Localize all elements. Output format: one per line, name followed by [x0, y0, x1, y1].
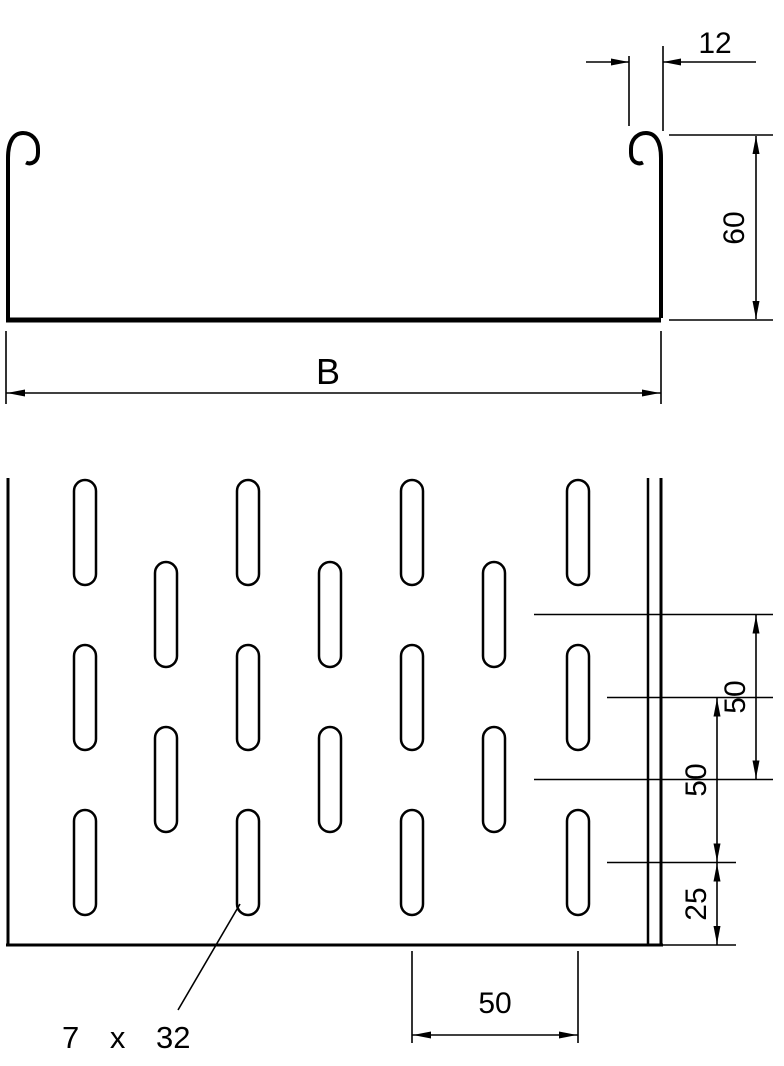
slot-hole	[317, 725, 343, 834]
dim-arrow	[752, 301, 760, 319]
dim-arrow	[413, 1031, 431, 1039]
dim-arrow	[713, 698, 721, 717]
dim-arrow	[713, 863, 721, 882]
slot-hole	[565, 643, 591, 752]
slot-hole	[317, 560, 343, 669]
dim-arrow	[713, 926, 721, 944]
slot-hole	[481, 560, 507, 669]
dimension-width-b: B	[5, 331, 662, 404]
dim-arrow	[611, 58, 629, 66]
dimension-flange-12: 12	[586, 27, 756, 131]
tray-right-wall	[629, 130, 663, 318]
slot-hole	[565, 808, 591, 917]
dim-label-12: 12	[698, 27, 731, 60]
slot-pattern	[72, 478, 591, 917]
dim-label-50-row-inner: 50	[680, 763, 713, 796]
dimension-row-pitch-inner-50: 50	[607, 696, 773, 864]
slot-hole	[481, 725, 507, 834]
dim-arrow	[752, 760, 760, 779]
slot-hole	[72, 643, 98, 752]
dim-arrow	[7, 389, 25, 397]
dimension-edge-25: 25	[663, 862, 736, 946]
dim-arrow	[559, 1031, 577, 1039]
slot-hole	[399, 808, 425, 917]
tray-cross-section: 12 60 B	[5, 27, 773, 404]
slot-hole	[399, 478, 425, 587]
slot-hole	[72, 808, 98, 917]
dim-label-b: B	[316, 351, 340, 392]
dim-label-50-pitch: 50	[478, 987, 511, 1020]
tray-plan-view: 50 50 25 50 7 x 3	[6, 478, 773, 1055]
dim-label-60: 60	[718, 211, 751, 244]
slot-hole	[235, 808, 261, 917]
dim-arrow	[713, 843, 721, 862]
tray-left-wall	[6, 130, 40, 318]
slot-hole	[235, 478, 261, 587]
slot-hole	[153, 560, 179, 669]
dim-arrow	[642, 389, 660, 397]
dimension-height-60: 60	[669, 134, 773, 321]
slot-hole	[235, 643, 261, 752]
slot-hole	[565, 478, 591, 587]
slot-hole	[153, 725, 179, 834]
dim-label-25: 25	[680, 887, 713, 920]
leader-line	[177, 903, 241, 1011]
slot-size-label: 7 x 32	[62, 1020, 190, 1055]
dim-arrow	[663, 58, 681, 66]
dim-arrow	[752, 136, 760, 154]
slot-size-callout: 7 x 32	[62, 903, 241, 1055]
dim-arrow	[752, 615, 760, 634]
slot-hole	[72, 478, 98, 587]
dimension-column-pitch-50: 50	[411, 951, 579, 1043]
slot-hole	[399, 643, 425, 752]
